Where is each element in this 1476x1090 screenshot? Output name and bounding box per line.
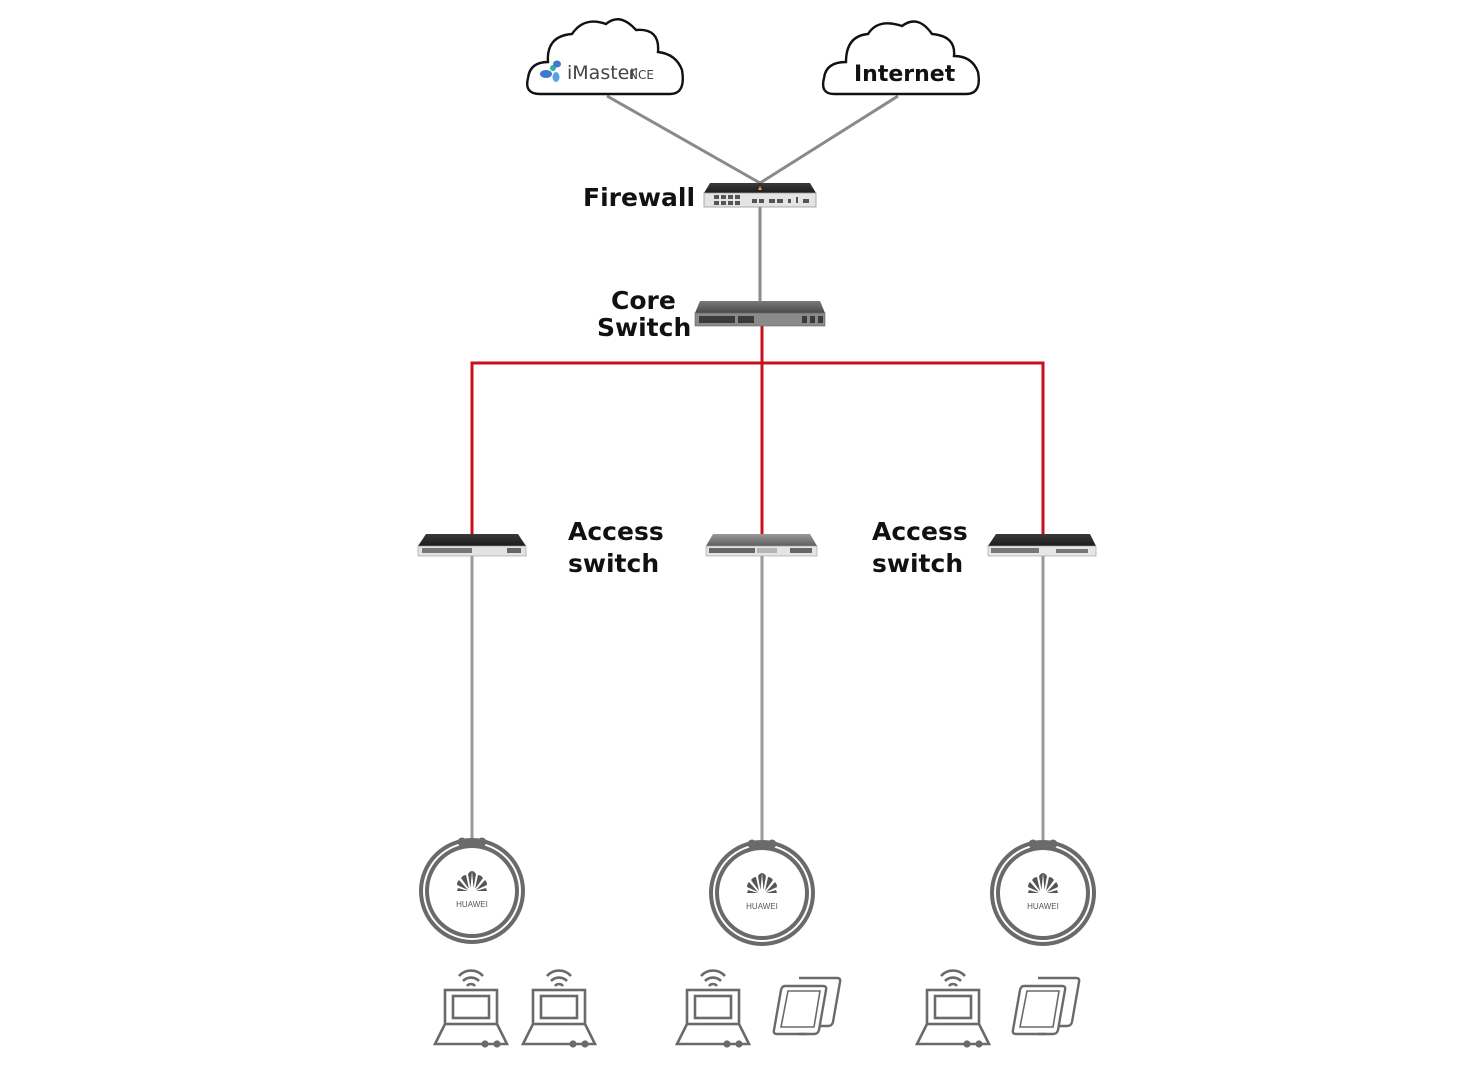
link-imaster-firewall bbox=[606, 94, 761, 185]
tablet-icon bbox=[1011, 976, 1081, 1036]
uplink-links bbox=[606, 94, 899, 303]
access-point-1[interactable]: HUAWEI bbox=[419, 835, 525, 944]
firewall-device[interactable] bbox=[703, 183, 817, 208]
endpoint-group-3 bbox=[915, 969, 1081, 1049]
core-switch-top bbox=[695, 301, 825, 313]
access-switch-label-2-line2: switch bbox=[872, 549, 963, 578]
cloud-imaster-suffix: NCE bbox=[629, 68, 654, 82]
link-core-access-3 bbox=[762, 361, 1045, 535]
wireless-laptop-icon bbox=[675, 969, 751, 1049]
access-switch-label-2-line1: Access bbox=[872, 517, 968, 546]
access-ap-links bbox=[470, 556, 1045, 840]
cloud-internet: Internet bbox=[821, 20, 980, 96]
imaster-logo-icon bbox=[540, 60, 561, 82]
link-core-access-1 bbox=[470, 361, 762, 535]
core-switch-device[interactable] bbox=[694, 301, 826, 327]
firewall-label: Firewall bbox=[583, 183, 695, 212]
link-internet-firewall bbox=[759, 94, 899, 185]
access-switch-3[interactable] bbox=[987, 534, 1097, 557]
cloud-imaster-label: iMaster bbox=[567, 62, 637, 84]
cloud-imaster-nce: iMaster NCE bbox=[526, 18, 684, 96]
cloud-shape bbox=[821, 20, 980, 96]
access-switch-2[interactable] bbox=[705, 534, 818, 557]
endpoint-group-2 bbox=[675, 969, 842, 1049]
endpoint-group-1 bbox=[433, 969, 597, 1049]
core-switch-label-line1: Core bbox=[611, 286, 676, 315]
ap-brand-label: HUAWEI bbox=[746, 902, 778, 911]
access-switch-label-1-line2: switch bbox=[568, 549, 659, 578]
wireless-laptop-icon bbox=[433, 969, 509, 1049]
ap-brand-label: HUAWEI bbox=[1027, 902, 1059, 911]
core-access-links bbox=[470, 325, 1045, 535]
ap-brand-label: HUAWEI bbox=[456, 900, 488, 909]
wireless-laptop-icon bbox=[521, 969, 597, 1049]
core-switch-label-line2: Switch bbox=[597, 313, 691, 342]
cloud-shape bbox=[526, 18, 684, 96]
access-switch-1[interactable] bbox=[417, 534, 527, 557]
tablet-icon bbox=[772, 976, 842, 1036]
access-switch-label-1-line1: Access bbox=[568, 517, 664, 546]
access-point-2[interactable]: HUAWEI bbox=[709, 837, 815, 946]
cloud-internet-label: Internet bbox=[854, 62, 956, 87]
access-point-3[interactable]: HUAWEI bbox=[990, 837, 1096, 946]
wireless-laptop-icon bbox=[915, 969, 991, 1049]
